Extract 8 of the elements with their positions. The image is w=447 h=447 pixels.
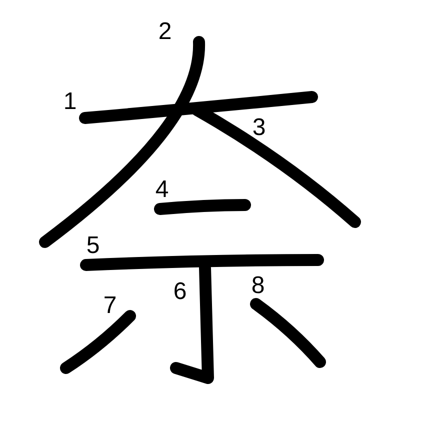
stroke-order-number: 2	[158, 20, 172, 44]
stroke-order-number: 7	[103, 294, 117, 318]
stroke-order-number: 6	[173, 280, 187, 304]
stroke-order-number: 8	[251, 274, 265, 298]
stroke-order-number: 5	[86, 234, 100, 258]
stroke-order-number: 4	[155, 178, 169, 202]
stroke-order-number: 3	[252, 116, 266, 140]
stroke-order-number: 1	[63, 90, 77, 114]
